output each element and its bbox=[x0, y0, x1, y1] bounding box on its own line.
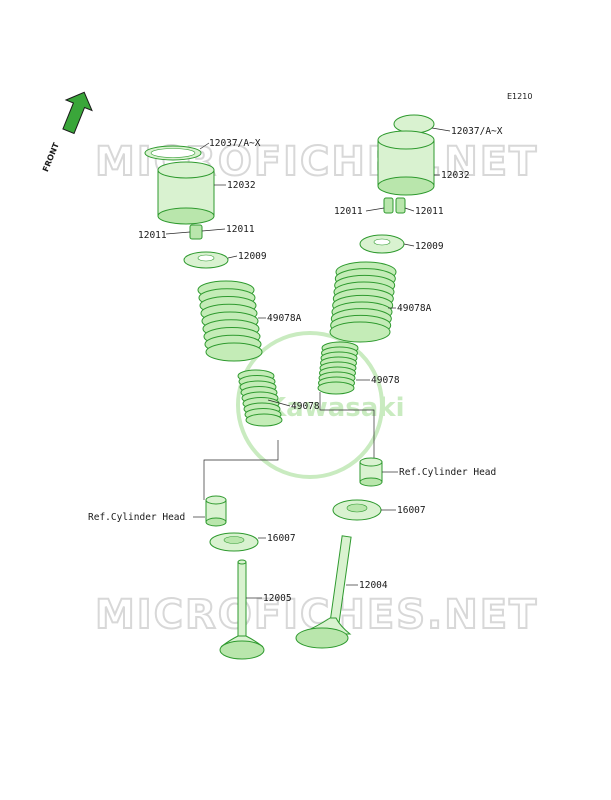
right-valve bbox=[295, 535, 352, 649]
right-cotter-a bbox=[383, 197, 394, 214]
label-left-seal: 16007 bbox=[267, 533, 296, 544]
kawasaki-logo: Kawasaki bbox=[236, 331, 404, 479]
label-right-outer-spring: 49078A bbox=[397, 303, 432, 314]
left-valve-assembly bbox=[144, 145, 283, 660]
label-right-seal: 16007 bbox=[397, 505, 426, 516]
right-inner-spring bbox=[317, 341, 359, 395]
label-right-cotter-right: 12011 bbox=[415, 206, 444, 217]
leftOuter-coil bbox=[205, 342, 263, 362]
right-lifter bbox=[377, 130, 435, 196]
label-left-valve: 12005 bbox=[263, 593, 292, 604]
left-lifter bbox=[157, 161, 215, 225]
right-cotter-b bbox=[395, 197, 406, 214]
label-left-outer-spring: 49078A bbox=[267, 313, 302, 324]
label-left-ref-head: Ref.Cylinder Head bbox=[88, 512, 185, 523]
left-cotter bbox=[189, 224, 203, 240]
right-valve-assembly bbox=[295, 114, 435, 649]
label-left-retainer: 12009 bbox=[238, 251, 267, 262]
left-outer-spring bbox=[197, 280, 263, 362]
label-left-cotter-right: 12011 bbox=[226, 224, 255, 235]
label-left-lifter: 12032 bbox=[227, 180, 256, 191]
label-left-cotter-left: 12011 bbox=[138, 230, 167, 241]
label-right-retainer: 12009 bbox=[415, 241, 444, 252]
left-ref-bracket bbox=[203, 440, 279, 500]
leftInner-coil bbox=[245, 413, 283, 427]
rightOuter-coil bbox=[329, 321, 391, 343]
left-valve-guide bbox=[205, 495, 227, 527]
right-outer-spring bbox=[329, 261, 397, 343]
right-valve-guide bbox=[359, 457, 383, 487]
diagram-code: E1210 bbox=[507, 92, 532, 101]
left-valve bbox=[219, 559, 265, 660]
rightInner-coil bbox=[317, 381, 355, 395]
label-left-inner-spring: 49078 bbox=[291, 401, 320, 412]
right-shim bbox=[393, 114, 435, 134]
label-right-lifter: 12032 bbox=[441, 170, 470, 181]
right-ref-bracket bbox=[319, 392, 375, 462]
label-right-cotter-left: 12011 bbox=[334, 206, 363, 217]
leader-lines bbox=[165, 127, 451, 599]
label-right-ref-head: Ref.Cylinder Head bbox=[399, 467, 496, 478]
front-label: FRONT bbox=[41, 141, 61, 173]
label-left-keeper: 12037/A~X bbox=[209, 138, 261, 149]
left-inner-spring bbox=[237, 369, 283, 427]
front-arrow-icon: FRONT bbox=[41, 91, 93, 173]
kawasaki-logo-text: Kawasaki bbox=[266, 393, 404, 423]
label-right-inner-spring: 49078 bbox=[371, 375, 400, 386]
label-right-valve: 12004 bbox=[359, 580, 388, 591]
label-right-keeper: 12037/A~X bbox=[451, 126, 503, 137]
